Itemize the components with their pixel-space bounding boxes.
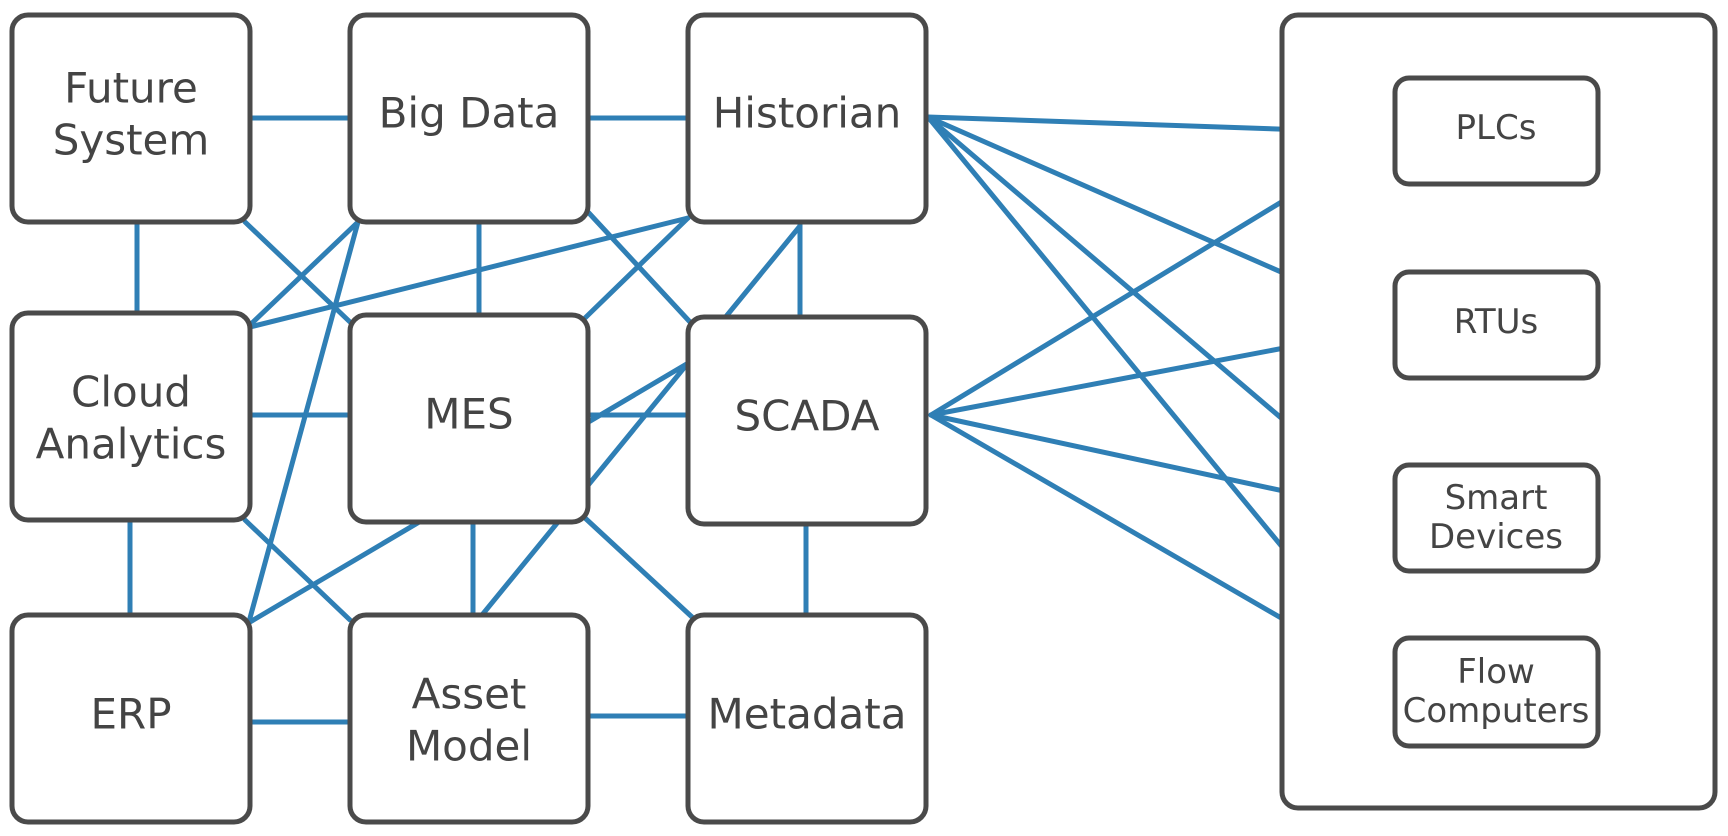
node-smart-devices: Smart Devices	[1392, 462, 1601, 574]
connector-historian-asset	[479, 223, 803, 618]
node-rtus: RTUs	[1392, 269, 1601, 381]
plcs-label: PLCs	[1456, 108, 1537, 148]
future-system-line-2: System	[53, 116, 210, 165]
node-metadata: Metadata	[685, 612, 929, 825]
big-data-label: Big Data	[379, 89, 560, 138]
connector-historian-mes	[582, 215, 691, 321]
node-erp: ERP	[9, 612, 253, 825]
field-devices-container	[1279, 12, 1718, 811]
node-historian: Historian	[685, 12, 929, 225]
flow-computers-line-2: Computers	[1403, 691, 1590, 731]
scada-label: SCADA	[734, 392, 879, 441]
connector-bigdata-cloud	[247, 219, 361, 328]
connector-mes-metadata	[582, 515, 695, 620]
flow-computers-line-1: Flow	[1457, 652, 1535, 692]
cloud-analytics-line-1: Cloud	[71, 368, 191, 417]
erp-label: ERP	[90, 690, 171, 739]
historian-label: Historian	[713, 89, 902, 138]
connector-bigdata-erp	[247, 219, 361, 621]
node-flow-computers: Flow Computers	[1392, 635, 1601, 749]
mes-label: MES	[424, 390, 513, 439]
asset-model-line-1: Asset	[412, 670, 527, 719]
node-asset-model: Asset Model	[347, 612, 591, 825]
metadata-label: Metadata	[708, 690, 907, 739]
node-mes: MES	[347, 312, 591, 525]
node-big-data: Big Data	[347, 12, 591, 225]
smart-devices-line-1: Smart	[1445, 478, 1548, 518]
node-plcs: PLCs	[1392, 75, 1601, 187]
cloud-analytics-line-2: Analytics	[36, 420, 227, 469]
node-scada: SCADA	[685, 314, 929, 527]
connector-historian-cloud	[247, 215, 691, 330]
node-future-system: Future System	[9, 12, 253, 225]
future-system-line-1: Future	[64, 64, 198, 113]
asset-model-line-2: Model	[406, 722, 532, 771]
rtus-label: RTUs	[1454, 302, 1539, 342]
node-cloud-analytics: Cloud Analytics	[9, 310, 253, 523]
connector-cloud-asset	[242, 517, 353, 623]
smart-devices-line-2: Devices	[1429, 517, 1563, 557]
